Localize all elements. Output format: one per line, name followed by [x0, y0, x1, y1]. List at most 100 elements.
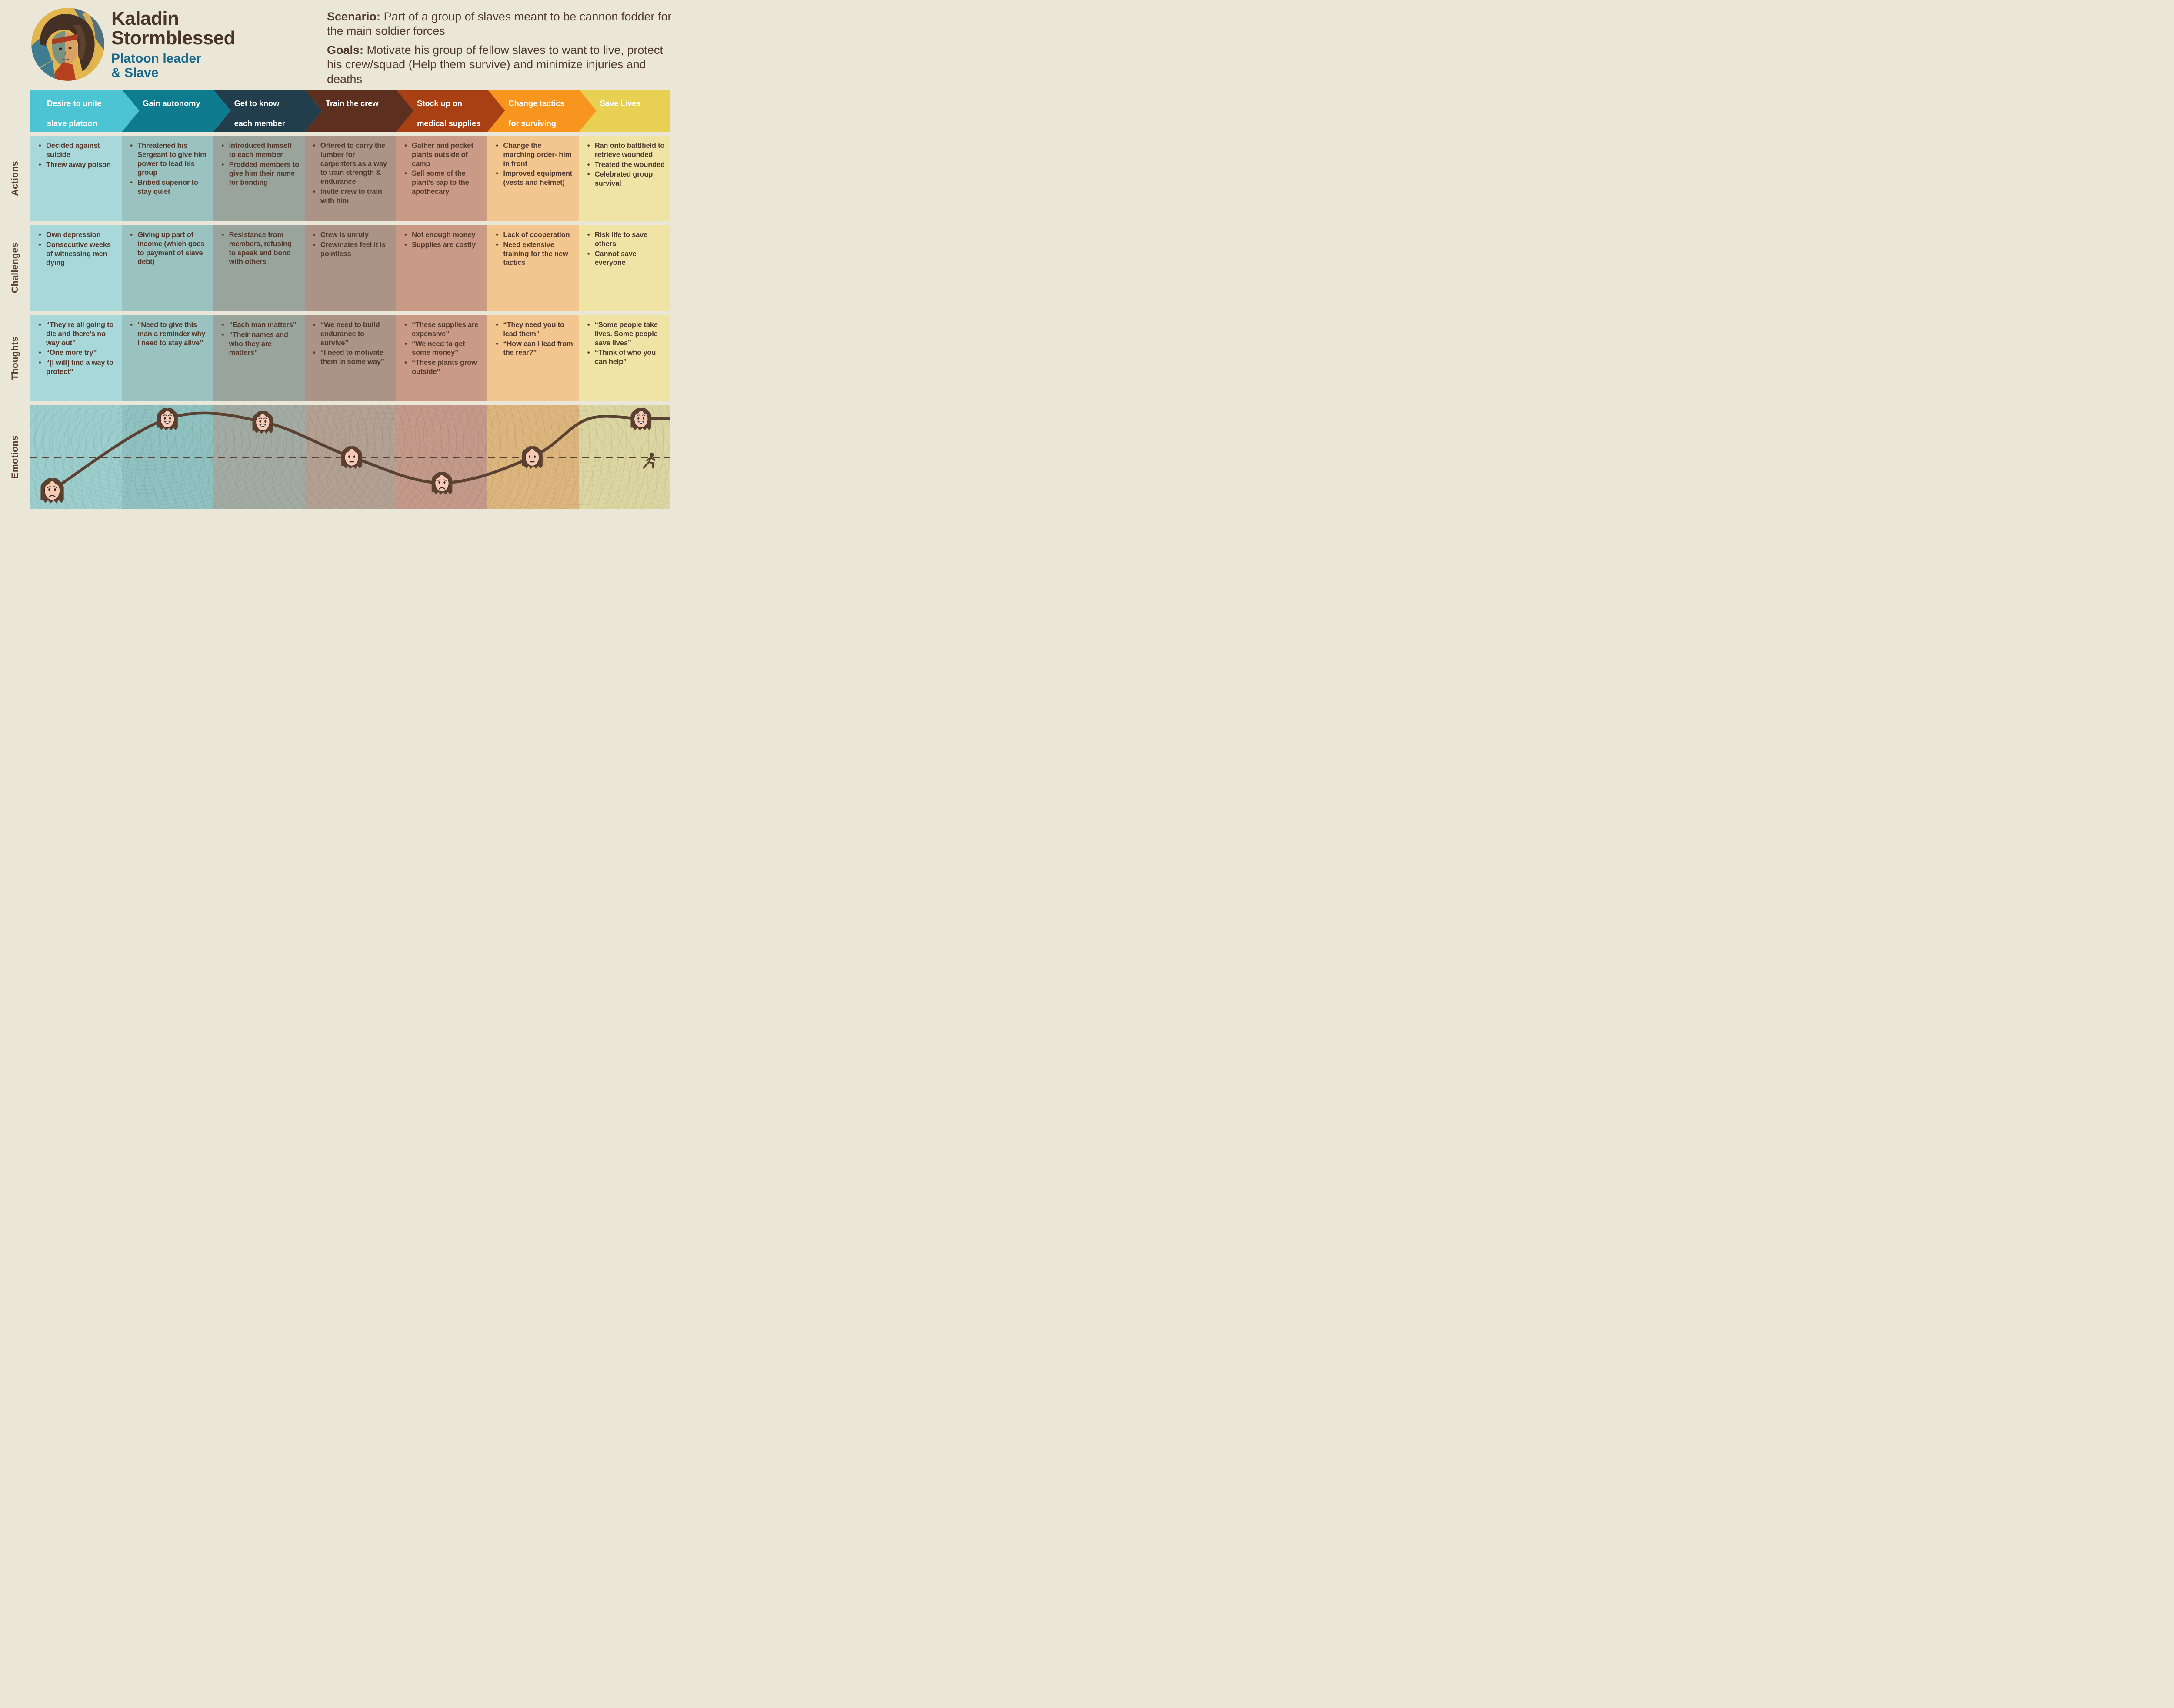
bullet-item: Treated the wounded: [584, 160, 665, 170]
emotion-face-sad-icon: [40, 478, 64, 504]
stage-label-4: Train the crew: [325, 99, 379, 108]
emotion-face-neutral-icon: [522, 446, 543, 469]
bullet-item: Introduced himself to each member: [219, 141, 300, 160]
runner-icon: [643, 452, 656, 469]
challenges-cell-7: Risk life to save othersCannot save ever…: [579, 225, 670, 311]
thoughts-cell-7: “Some people take lives. Some people sav…: [579, 315, 670, 401]
page-subtitle: Platoon leader& Slave: [111, 51, 201, 80]
stage-arrow: [396, 90, 505, 132]
thoughts-cell-2: “Need to give this man a reminder why I …: [122, 315, 213, 401]
bullet-item: Change the marching order- him in front: [493, 141, 574, 168]
stage-label-7: Save Lives: [600, 99, 641, 108]
bullet-item: “Need to give this man a reminder why I …: [127, 320, 208, 347]
challenges-cell-5: Not enough moneySupplies are costly: [396, 225, 488, 311]
bullet-item: Invite crew to train with him: [310, 187, 391, 206]
challenges-cell-3: Resistance from members, refusing to spe…: [213, 225, 305, 311]
bullet-item: “Their names and who they are matters”: [219, 330, 300, 357]
challenges-cell-1: Own depressionConsecutive weeks of witne…: [30, 225, 122, 311]
bullet-item: Celebrated group survival: [584, 170, 665, 188]
bullet-item: “We need to get some money”: [401, 340, 482, 358]
actions-cell-7: Ran onto battlfield to retrieve woundedT…: [579, 136, 670, 221]
stage-arrow: [122, 90, 231, 132]
row-label-thoughts: Thoughts: [10, 336, 20, 380]
bullet-item: Cannot save everyone: [584, 250, 665, 268]
bullet-item: “[I will] find a way to protect”: [36, 358, 117, 377]
bullet-item: “They’re all going to die and there’s no…: [36, 320, 117, 347]
emotions-row: Emotions: [0, 405, 670, 509]
goals-label: Goals:: [327, 43, 364, 57]
bullet-item: Threatened his Sergeant to give him powe…: [127, 141, 208, 177]
bullet-item: Offered to carry the lumber for carpente…: [310, 141, 391, 187]
actions-cell-1: Decided against suicideThrew away poison: [30, 136, 122, 221]
actions-cell-3: Introduced himself to each memberProdded…: [213, 136, 305, 221]
goals-text: Goals: Motivate his group of fellow slav…: [327, 43, 663, 86]
row-label-challenges: Challenges: [10, 242, 20, 294]
avatar-portrait-icon: [31, 8, 104, 81]
emotion-curve: [50, 411, 670, 492]
actions-cell-6: Change the marching order- him in frontI…: [487, 136, 579, 221]
bullet-item: Prodded members to give him their name f…: [219, 160, 300, 187]
thoughts-cell-5: “These supplies are expensive”“We need t…: [396, 315, 488, 401]
bullet-item: Not enough money: [401, 230, 482, 240]
bullet-item: Improved equipment (vests and helmet): [493, 169, 574, 187]
emotion-curve-chart: [30, 407, 670, 504]
scenario-label: Scenario:: [327, 10, 381, 23]
gutter-spacer: [0, 90, 30, 132]
emotion-face-happy-icon: [252, 411, 273, 434]
bullet-item: “I need to motivate them in some way”: [310, 348, 391, 367]
emotion-face-happy-icon: [157, 407, 178, 431]
stage-arrow: [304, 90, 414, 132]
challenges-cell-4: Crew is unrulyCrewmates feel it is point…: [304, 225, 397, 311]
bullet-item: Sell some of the plant’s sap to the apot…: [401, 169, 482, 196]
stage-label-2: Gain autonomy: [143, 99, 200, 108]
thoughts-cell-1: “They’re all going to die and there’s no…: [30, 315, 122, 401]
bullet-item: Resistance from members, refusing to spe…: [219, 230, 300, 267]
emotion-face-happy-icon: [630, 407, 652, 431]
stage-arrows: [30, 90, 670, 132]
row-label-actions: Actions: [10, 160, 20, 196]
row-label-emotions: Emotions: [10, 435, 20, 479]
challenges-cell-6: Lack of cooperationNeed extensive traini…: [487, 225, 579, 311]
bullet-item: Crew is unruly: [310, 230, 391, 240]
bullet-item: Ran onto battlfield to retrieve wounded: [584, 141, 665, 160]
bullet-item: “Think of who you can help”: [584, 348, 665, 367]
bullet-item: “These supplies are expensive”: [401, 320, 482, 339]
brief: Scenario: Part of a group of slaves mean…: [327, 10, 675, 91]
bullet-item: Lack of cooperation: [493, 230, 574, 240]
thoughts-cell-6: “They need you to lead them”“How can I l…: [487, 315, 579, 401]
bullet-item: “We need to build endurance to survive”: [310, 320, 391, 347]
bullet-item: Own depression: [36, 230, 117, 240]
bullet-item: “They need you to lead them”: [493, 320, 574, 339]
thoughts-row: Thoughts “They’re all going to die and t…: [0, 315, 670, 401]
bullet-item: “These plants grow outside”: [401, 358, 482, 377]
stage-arrow: [487, 90, 597, 132]
scenario-text: Scenario: Part of a group of slaves mean…: [327, 10, 672, 38]
bullet-item: Supplies are costly: [401, 240, 482, 250]
bullet-item: Gather and pocket plants outside of camp: [401, 141, 482, 168]
bullet-item: Giving up part of income (which goes to …: [127, 230, 208, 267]
bullet-item: Threw away poison: [36, 160, 117, 170]
emotion-face-sad-icon: [431, 472, 453, 495]
bullet-item: Need extensive training for the new tact…: [493, 240, 574, 267]
thoughts-cell-3: “Each man matters”“Their names and who t…: [213, 315, 305, 401]
bullet-item: “How can I lead from the rear?”: [493, 340, 574, 358]
actions-cell-5: Gather and pocket plants outside of camp…: [396, 136, 488, 221]
bullet-item: Consecutive weeks of witnessing men dyin…: [36, 240, 117, 267]
bullet-item: “Some people take lives. Some people sav…: [584, 320, 665, 347]
stage-arrow: [213, 90, 322, 132]
stage-arrow: [579, 90, 670, 132]
bullet-item: “Each man matters”: [219, 320, 300, 330]
emotion-face-neutral-icon: [341, 446, 362, 469]
bullet-item: Crewmates feel it is pointless: [310, 240, 391, 259]
stage-arrow: [30, 90, 140, 132]
challenges-cell-2: Giving up part of income (which goes to …: [122, 225, 213, 311]
actions-cell-4: Offered to carry the lumber for carpente…: [304, 136, 397, 221]
bullet-item: Risk life to save others: [584, 230, 665, 249]
avatar: [31, 8, 104, 81]
